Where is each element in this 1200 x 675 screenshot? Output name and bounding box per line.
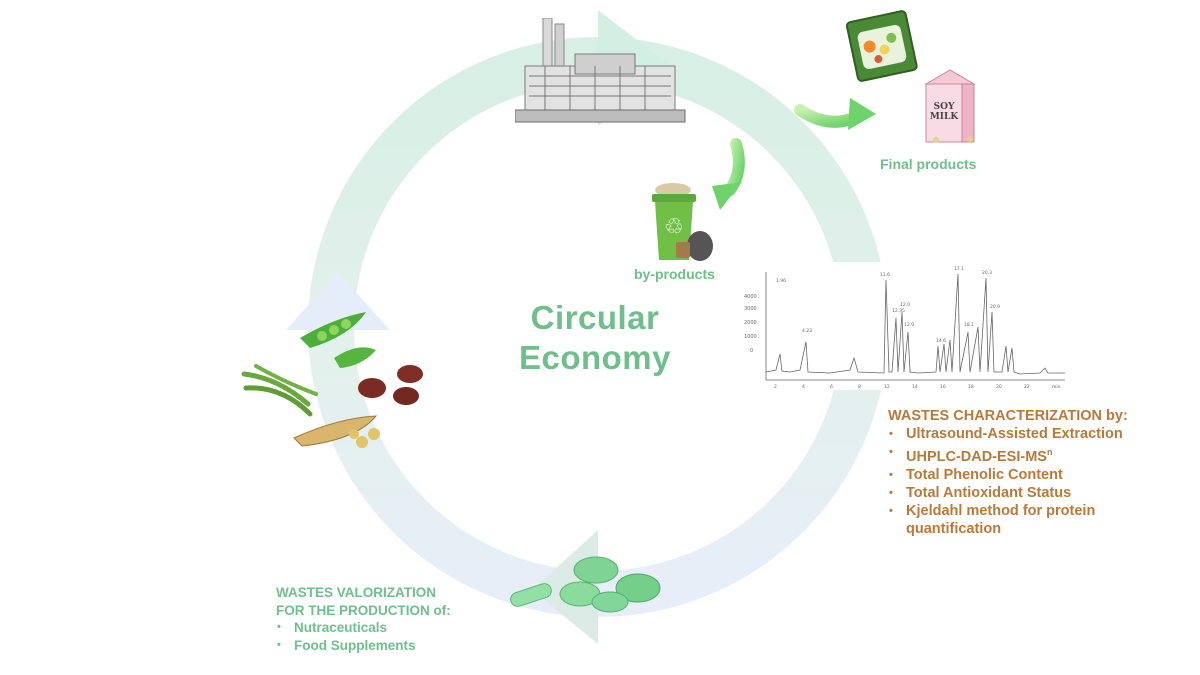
svg-text:20: 20 [996,384,1002,390]
byproducts-label: by-products [634,266,715,282]
svg-text:8: 8 [858,384,861,390]
process-arrow-icon [712,138,745,210]
svg-text:4: 4 [802,384,805,390]
svg-text:18: 18 [968,384,974,390]
svg-text:2000: 2000 [744,320,757,326]
characterization-item: Total Phenolic Content [888,466,1188,484]
characterization-item: Ultrasound-Assisted Extraction [888,425,1188,443]
process-arrow-icon [794,98,876,130]
svg-text:♲: ♲ [664,215,684,240]
milk-text-line2: MILK [929,112,959,122]
pills-icon [510,556,661,613]
diagram-title: Circular Economy [470,298,720,378]
svg-text:20.3: 20.3 [982,270,992,276]
legumes-icon [241,312,423,448]
valorization-item: Nutraceuticals [276,619,536,637]
svg-text:12.9: 12.9 [904,322,914,328]
superscript-n: n [1046,447,1053,457]
svg-text:11.6: 11.6 [880,272,890,278]
milk-text-line1: SOY [933,102,955,112]
svg-text:17.1: 17.1 [954,266,964,272]
food-bag-icon [846,10,918,82]
characterization-item: Kjeldahl method for protein quantificati… [888,502,1116,538]
soy-milk-carton-icon: SOY MILK [920,66,980,146]
factory-icon [515,18,686,123]
svg-text:20.9: 20.9 [990,304,1000,310]
wastes-characterization-block: WASTES CHARACTERIZATION by: Ultrasound-A… [888,407,1188,538]
characterization-heading: WASTES CHARACTERIZATION by: [888,408,1128,424]
svg-text:min: min [1052,384,1061,390]
svg-text:16: 16 [940,384,946,390]
svg-text:0: 0 [750,348,753,354]
chromatogram-icon: 4000 3000 2000 1000 0 1.96 4.23 11.6 12.… [740,262,1070,390]
valorization-heading-line2: FOR THE PRODUCTION of: [276,602,451,618]
wastes-valorization-block: WASTES VALORIZATION FOR THE PRODUCTION o… [276,584,536,654]
title-line2: Economy [518,339,672,376]
valorization-item: Food Supplements [276,637,536,655]
characterization-item: UHPLC-DAD-ESI-MSn [888,443,1188,466]
svg-text:22: 22 [1024,384,1030,390]
final-products-label: Final products [880,156,977,172]
svg-text:18.1: 18.1 [964,322,974,328]
svg-text:1000: 1000 [744,334,757,340]
soy-milk-text: SOY MILK [928,102,960,122]
svg-text:6: 6 [830,384,833,390]
cycle-arrowhead-left [286,272,390,330]
svg-text:14: 14 [912,384,918,390]
svg-text:4000: 4000 [744,294,757,300]
svg-text:12: 12 [884,384,890,390]
svg-text:1.96: 1.96 [776,278,786,284]
recycle-bin-icon: ♲ [652,183,713,261]
valorization-heading-line1: WASTES VALORIZATION [276,585,436,600]
svg-text:12.35: 12.35 [892,308,905,314]
svg-text:2: 2 [774,384,777,390]
characterization-item: Total Antioxidant Status [888,484,1188,502]
svg-text:3000: 3000 [744,306,757,312]
title-line1: Circular [530,299,660,336]
svg-text:14.6: 14.6 [936,338,946,344]
svg-text:12.0: 12.0 [900,302,910,308]
svg-text:4.23: 4.23 [802,328,812,334]
